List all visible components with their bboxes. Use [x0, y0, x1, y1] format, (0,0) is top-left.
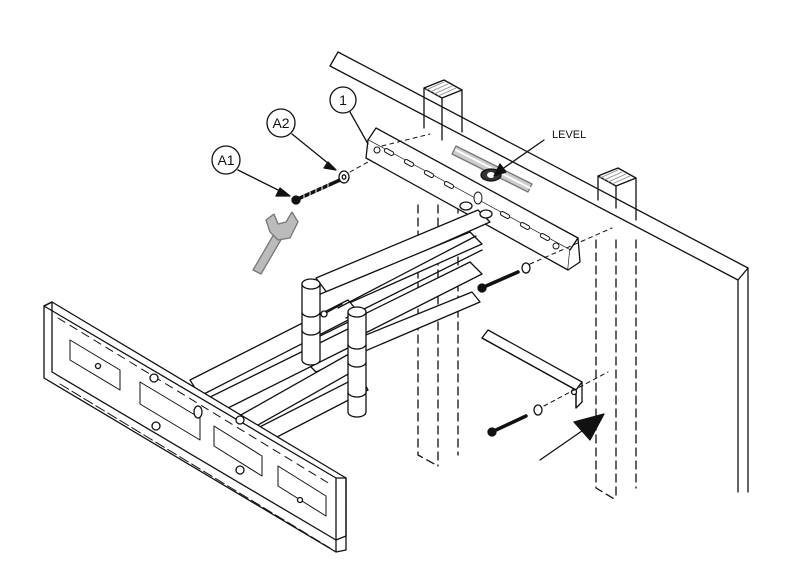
callout-a2-label: A2 [272, 115, 289, 131]
lower-wall-bracket [481, 329, 583, 409]
callout-1: 1 [329, 86, 369, 145]
callout-a2: A2 [266, 108, 337, 171]
alignment-dashes-upper [349, 133, 431, 173]
callout-1-label: 1 [339, 92, 347, 108]
callout-a1-label: A1 [217, 152, 234, 168]
lag-bolt-a1 [291, 178, 342, 205]
spirit-level-icon [451, 145, 533, 193]
callout-level: LEVEL [493, 129, 586, 177]
direction-arrow-icon [539, 413, 605, 461]
lag-bolt-right-upper [477, 227, 613, 293]
wall-stud-left [417, 79, 463, 467]
wall [329, 51, 749, 493]
callout-level-label: LEVEL [552, 129, 586, 141]
washer-a2 [338, 170, 350, 184]
lag-bolt-lower [487, 371, 609, 437]
wall-stud-right [595, 167, 637, 501]
wrench-icon [252, 211, 299, 275]
tv-mount-plate [43, 301, 347, 553]
callout-a1: A1 [211, 145, 291, 197]
